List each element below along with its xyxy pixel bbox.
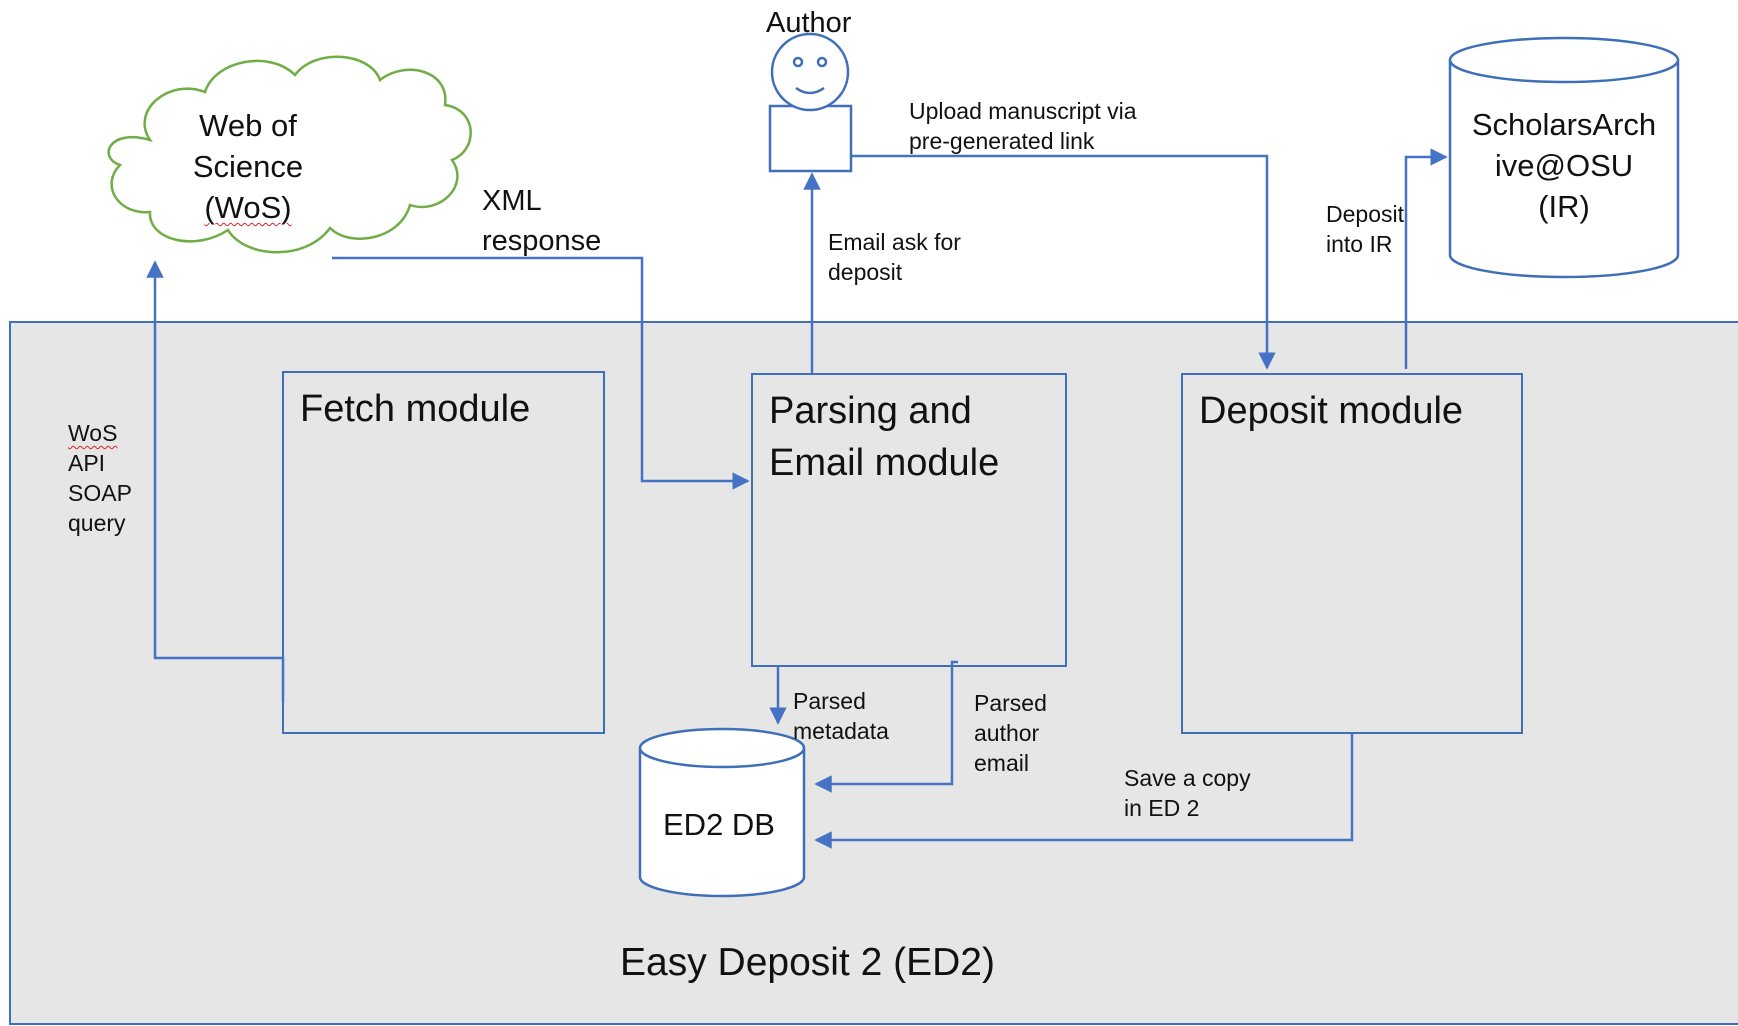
wos-label: Web of Science (WoS) [166, 105, 330, 228]
wos-query-line4: query [68, 510, 126, 536]
author-label: Author [766, 7, 852, 39]
xml-response-connector [332, 256, 750, 490]
deposit-ir-line2: into IR [1326, 231, 1393, 257]
deposit-module-label: Deposit module [1199, 390, 1464, 432]
scholars-archive-label: ScholarsArch ive@OSU (IR) [1452, 104, 1676, 227]
parsing-module-label-line2: Email module [769, 442, 1000, 484]
parsed-metadata-line2: metadata [793, 718, 889, 744]
email-ask-line2: deposit [828, 259, 903, 285]
wos-query-line3: SOAP [68, 480, 132, 506]
parsing-module-label-line1: Parsing and [769, 390, 972, 432]
parsed-email-connector [814, 660, 958, 793]
wos-query-line1: WoS [68, 420, 118, 446]
deposit-ir-connector [1404, 148, 1448, 369]
author-icon [768, 32, 853, 173]
deposit-ir-label: Deposit into IR [1326, 199, 1404, 259]
wos-label-line3: (WoS) [204, 190, 292, 225]
wos-query-label: WoS API SOAP query [68, 418, 132, 538]
upload-label: Upload manuscript via pre-generated link [909, 96, 1137, 156]
save-copy-line2: in ED 2 [1124, 795, 1200, 821]
xml-response-line1: XML [482, 185, 542, 217]
parsed-metadata-label: Parsed metadata [793, 686, 889, 746]
upload-connector [852, 154, 1276, 370]
parsed-email-line2: author [974, 720, 1040, 746]
xml-response-label: XML response [482, 181, 601, 261]
deposit-module: Deposit module [1181, 373, 1523, 734]
scholars-archive-cylinder [1448, 36, 1680, 279]
scholars-label-line2: ive@OSU [1494, 148, 1634, 183]
save-copy-connector [814, 734, 1354, 849]
fetch-module-label: Fetch module [300, 388, 531, 430]
wos-label-line1: Web of [199, 108, 297, 143]
fetch-module: Fetch module [282, 371, 605, 734]
email-ask-label: Email ask for deposit [828, 227, 961, 287]
wos-query-line2: API [68, 450, 106, 476]
email-ask-line1: Email ask for [828, 229, 961, 255]
ed2-db-cylinder [638, 727, 806, 898]
wos-query-connector [146, 260, 285, 702]
wos-cloud [107, 55, 472, 254]
scholars-label-line1: ScholarsArch [1471, 107, 1657, 142]
parsed-email-line1: Parsed [974, 690, 1047, 716]
upload-line1: Upload manuscript via [909, 98, 1137, 124]
xml-response-line2: response [482, 225, 602, 257]
parsing-email-module-label: Parsing and Email module [769, 385, 1069, 489]
wos-label-line2: Science [192, 149, 304, 184]
scholars-label-line3: (IR) [1538, 189, 1590, 224]
deposit-ir-line1: Deposit [1326, 201, 1404, 227]
ed2-db-label: ED2 DB [663, 807, 775, 842]
parsing-email-module: Parsing and Email module [751, 373, 1067, 667]
parsed-email-line3: email [974, 750, 1029, 776]
save-copy-line1: Save a copy [1124, 765, 1251, 791]
parsed-metadata-line1: Parsed [793, 688, 866, 714]
save-copy-label: Save a copy in ED 2 [1124, 763, 1251, 823]
ed2-system-label: Easy Deposit 2 (ED2) [620, 941, 995, 984]
parsed-email-label: Parsed author email [974, 688, 1047, 778]
upload-line2: pre-generated link [909, 128, 1095, 154]
